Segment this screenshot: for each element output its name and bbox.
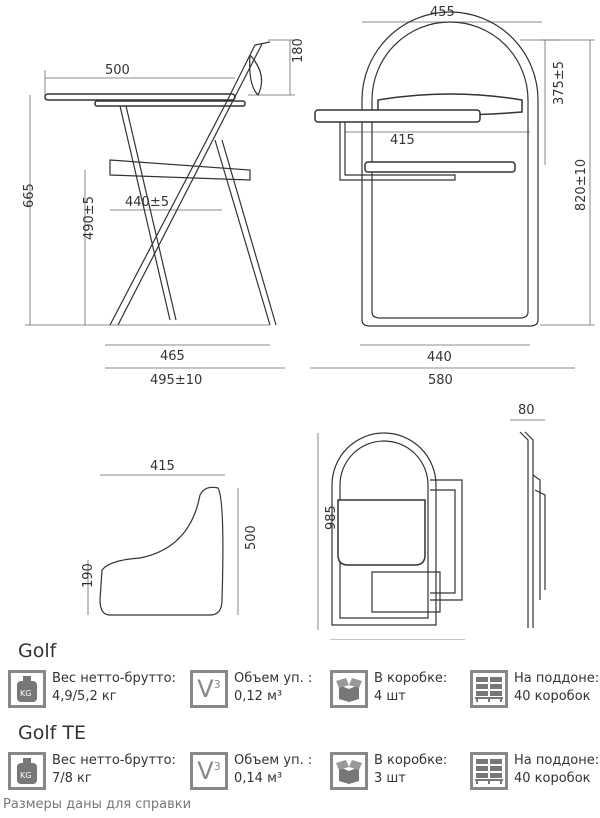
- product-name: Golf: [18, 640, 57, 662]
- dim-label: 665: [22, 183, 37, 208]
- spec-label: В коробке:: [374, 753, 448, 768]
- side-view: 500 180 665 490±5 440±5 465 495±10: [22, 38, 306, 388]
- dim-label: 375±5: [552, 61, 567, 105]
- spec-item: V3 Объем уп. : 0,12 м³: [190, 670, 312, 708]
- dim-label: 180: [291, 38, 306, 63]
- folded-side-view: 80: [510, 403, 546, 628]
- volume-icon: V3: [190, 670, 228, 708]
- spec-item: V3 Объем уп. : 0,14 м³: [190, 752, 312, 790]
- spec-value: 40 коробок: [514, 689, 591, 704]
- spec-label: Вес нетто-брутто:: [52, 753, 176, 768]
- volume-icon: V3: [190, 752, 228, 790]
- technical-drawing: 500 180 665 490±5 440±5 465 495±10 455 3…: [22, 5, 595, 640]
- dim-label: 580: [428, 373, 453, 388]
- spec-label: Объем уп. :: [234, 753, 313, 768]
- pallet-icon: [470, 670, 508, 708]
- spec-label: На поддоне:: [514, 753, 600, 768]
- dim-label: 415: [390, 133, 415, 148]
- svg-text:KG: KG: [20, 771, 31, 780]
- pallet-icon: [470, 752, 508, 790]
- spec-value: 4 шт: [374, 689, 406, 704]
- spec-value: 40 коробок: [514, 771, 591, 786]
- dim-label: 465: [160, 349, 185, 364]
- product-name: Golf TE: [18, 722, 86, 744]
- spec-label: На поддоне:: [514, 671, 600, 686]
- spec-value: 0,14 м³: [234, 771, 283, 786]
- svg-text:KG: KG: [20, 689, 31, 698]
- dim-label: 495±10: [150, 373, 202, 388]
- dim-label: 80: [518, 403, 535, 418]
- spec-value: 0,12 м³: [234, 689, 283, 704]
- spec-item: В коробке: 4 шт: [330, 670, 447, 708]
- dim-label: 820±10: [574, 159, 589, 211]
- dim-label: 415: [150, 459, 175, 474]
- box-icon: [330, 670, 368, 708]
- spec-item: KG Вес нетто-брутто: 4,9/5,2 кг: [8, 670, 176, 708]
- spec-label: Вес нетто-брутто:: [52, 671, 176, 686]
- spec-value: 3 шт: [374, 771, 406, 786]
- dim-label: 490±5: [82, 196, 97, 240]
- dim-label: 440±5: [125, 195, 169, 210]
- weight-icon: KG: [8, 670, 46, 708]
- spec-value: 4,9/5,2 кг: [52, 689, 117, 704]
- reference-note: Размеры даны для справки: [3, 797, 192, 812]
- spec-value: 7/8 кг: [52, 771, 92, 786]
- dim-label: 500: [244, 525, 259, 550]
- spec-item: KG Вес нетто-брутто: 7/8 кг: [8, 752, 176, 790]
- spec-item: На поддоне: 40 коробок: [470, 752, 599, 790]
- front-view: 455 375±5 820±10 415 440 580: [310, 5, 595, 388]
- weight-icon: KG: [8, 752, 46, 790]
- spec-item: На поддоне: 40 коробок: [470, 670, 599, 708]
- dim-label: 440: [427, 350, 452, 365]
- dim-label: 500: [105, 63, 130, 78]
- spec-label: Объем уп. :: [234, 671, 313, 686]
- dim-label: 190: [81, 563, 96, 588]
- spec-label: В коробке:: [374, 671, 448, 686]
- spec-item: В коробке: 3 шт: [330, 752, 447, 790]
- tablet-view: 415 500 190: [81, 459, 259, 616]
- folded-front-view: 985 580: [317, 432, 465, 640]
- box-icon: [330, 752, 368, 790]
